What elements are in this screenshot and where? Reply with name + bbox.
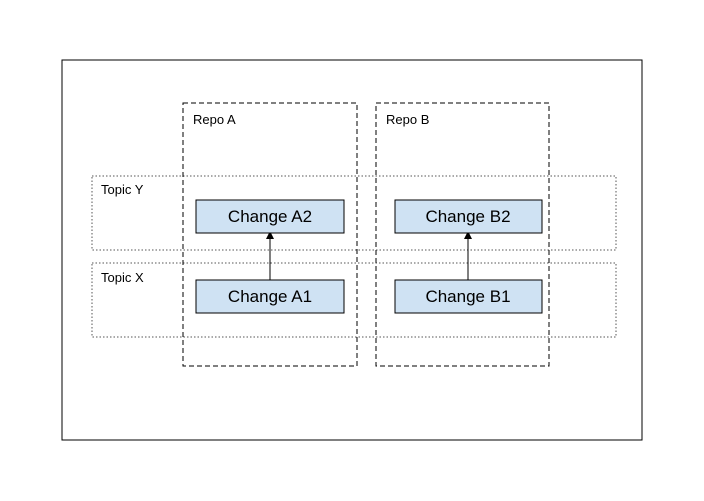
node-change-b2-label: Change B2 [425, 207, 510, 226]
topic-x-group: Topic X [91, 262, 617, 338]
repo-b-label: Repo B [386, 112, 429, 127]
repo-b-group: Repo B [375, 102, 550, 367]
topic-x-label: Topic X [101, 270, 144, 285]
node-change-a2: Change A2 [195, 199, 345, 234]
node-change-a1-box [195, 279, 345, 314]
node-change-b2-box [394, 199, 543, 234]
repo-a-label: Repo A [193, 112, 236, 127]
node-change-a2-box [195, 199, 345, 234]
topic-y-group: Topic Y [91, 175, 617, 251]
node-change-b1-box [394, 279, 543, 314]
node-change-b1-label: Change B1 [425, 287, 510, 306]
node-change-a1-label: Change A1 [228, 287, 312, 306]
node-change-a2-label: Change A2 [228, 207, 312, 226]
topic-y-label: Topic Y [101, 182, 144, 197]
repo-b-box [375, 102, 550, 367]
repo-a-group: Repo A [182, 102, 358, 367]
topic-x-box [91, 262, 617, 338]
repo-a-box [182, 102, 358, 367]
node-change-b1: Change B1 [394, 279, 543, 314]
node-change-a1: Change A1 [195, 279, 345, 314]
node-change-b2: Change B2 [394, 199, 543, 234]
topic-y-box [91, 175, 617, 251]
